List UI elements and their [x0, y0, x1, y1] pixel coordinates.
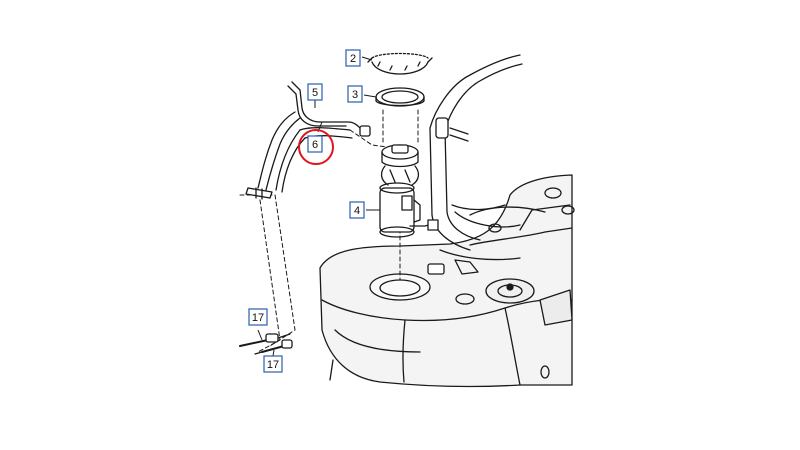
highlight-circle	[298, 129, 334, 165]
callout-17-upper-label: 17	[252, 312, 264, 324]
callout-6-label: 6	[312, 139, 318, 151]
callout-17-lower-label: 17	[267, 359, 279, 371]
callout-4-label: 4	[354, 205, 360, 217]
callout-5[interactable]: 5	[307, 83, 323, 101]
callout-17-upper[interactable]: 17	[248, 308, 268, 326]
callout-5-label: 5	[312, 87, 318, 99]
retaining-ring	[367, 52, 433, 75]
seal	[375, 87, 425, 107]
fuel-tank	[319, 174, 575, 388]
callout-2-label: 2	[350, 53, 356, 65]
callout-2[interactable]: 2	[345, 49, 361, 67]
filler-pipe	[429, 54, 523, 251]
connector-fittings	[239, 333, 293, 355]
callout-17-lower[interactable]: 17	[263, 355, 283, 373]
callout-6[interactable]: 6	[298, 129, 334, 165]
callout-3-label: 3	[352, 89, 358, 101]
fuel-lines	[245, 81, 371, 200]
callout-3[interactable]: 3	[347, 85, 363, 103]
callout-4[interactable]: 4	[349, 201, 365, 219]
fuel-pump-unit	[379, 144, 439, 238]
